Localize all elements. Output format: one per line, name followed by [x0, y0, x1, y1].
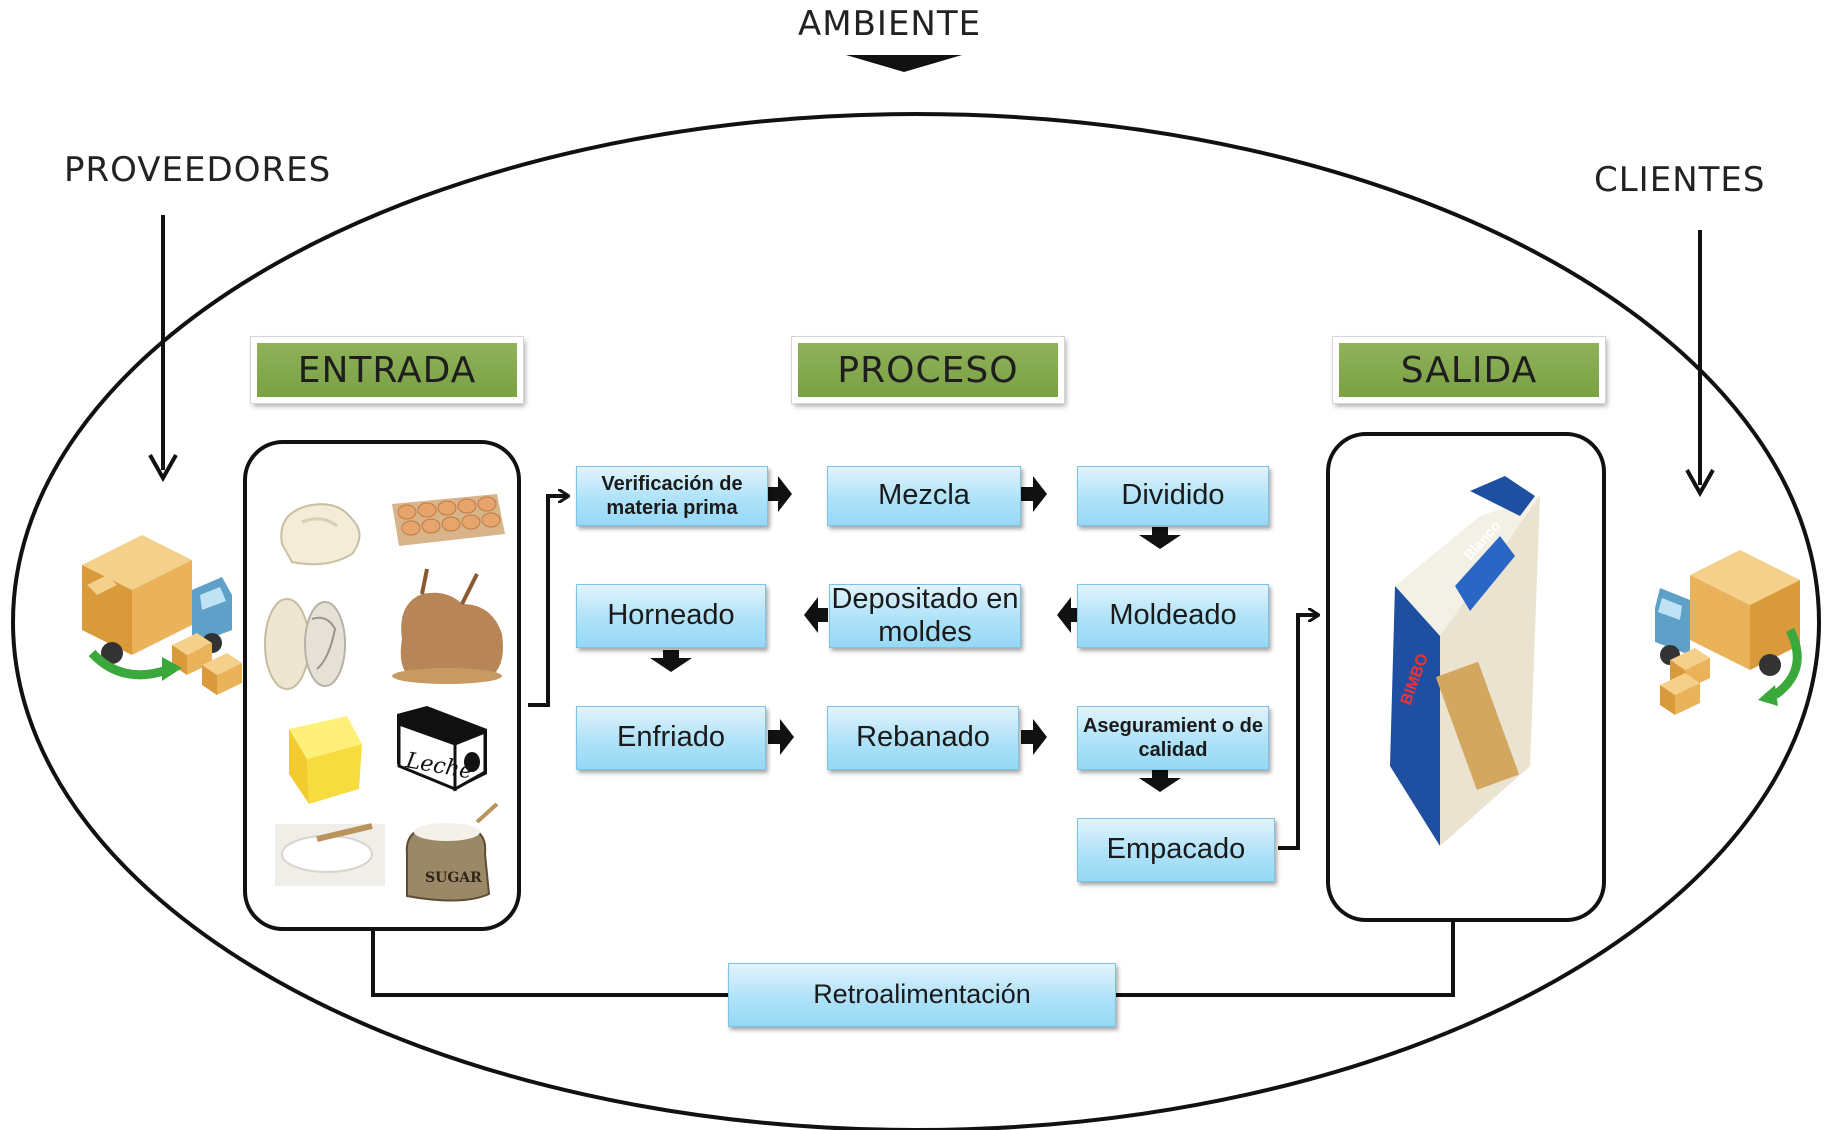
packing-to-output-connector [1278, 615, 1318, 850]
process-header: PROCESO [791, 336, 1065, 404]
flour-bowl-icon [275, 823, 385, 886]
flow-arrows [650, 476, 1181, 792]
flow-arrow-down [1139, 527, 1181, 549]
output-container: BIMBO Blanco [1326, 432, 1606, 922]
flow-arrow-right [1021, 719, 1047, 755]
egg-tray-icon [392, 494, 505, 546]
step-cooling: Enfriado [576, 706, 766, 770]
flow-arrow-down [1139, 770, 1181, 792]
flow-arrow-right [768, 719, 794, 755]
step-molding: Moldeado [1077, 584, 1269, 648]
step-baking: Horneado [576, 584, 766, 648]
suppliers-label: PROVEEDORES [64, 150, 332, 190]
environment-ellipse [11, 112, 1821, 1130]
butter-icon [289, 716, 362, 804]
sugar-sack-icon: SUGAR [405, 802, 499, 902]
ingredients-illustration: Leche SUGAR [264, 494, 505, 902]
delivery-truck-icon [82, 535, 242, 695]
step-verification: Verificación de materia prima [576, 466, 768, 526]
flow-arrow-left [804, 597, 828, 633]
input-header: ENTRADA [250, 336, 524, 404]
bread-bag-icon: BIMBO Blanco [1390, 476, 1540, 846]
step-packing: Empacado [1077, 818, 1275, 882]
step-slicing: Rebanado [827, 706, 1019, 770]
flow-arrow-right [768, 476, 792, 512]
step-quality: Aseguramient o de calidad [1077, 706, 1269, 770]
input-container: Leche SUGAR [243, 440, 521, 931]
flour-scoop-icon [264, 598, 346, 690]
environment-label: AMBIENTE [798, 4, 982, 44]
environment-arrow [846, 55, 962, 72]
feedback-box: Retroalimentación [728, 963, 1116, 1027]
clients-label: CLIENTES [1594, 160, 1766, 200]
step-depositing: Depositado en moldes [829, 583, 1021, 648]
flour-sack-icon [392, 568, 503, 684]
input-to-process-connector [528, 496, 568, 707]
flow-arrow-left [1057, 597, 1081, 633]
step-dividing: Dividido [1077, 466, 1269, 526]
step-mixing: Mezcla [827, 466, 1021, 526]
svg-text:SUGAR: SUGAR [425, 870, 482, 886]
yeast-icon [280, 503, 361, 566]
milk-carton-icon: Leche [397, 706, 487, 792]
output-header: SALIDA [1332, 336, 1606, 404]
flow-arrow-down [650, 650, 692, 672]
flow-arrow-right [1021, 476, 1047, 512]
delivery-truck-icon [1655, 550, 1802, 715]
